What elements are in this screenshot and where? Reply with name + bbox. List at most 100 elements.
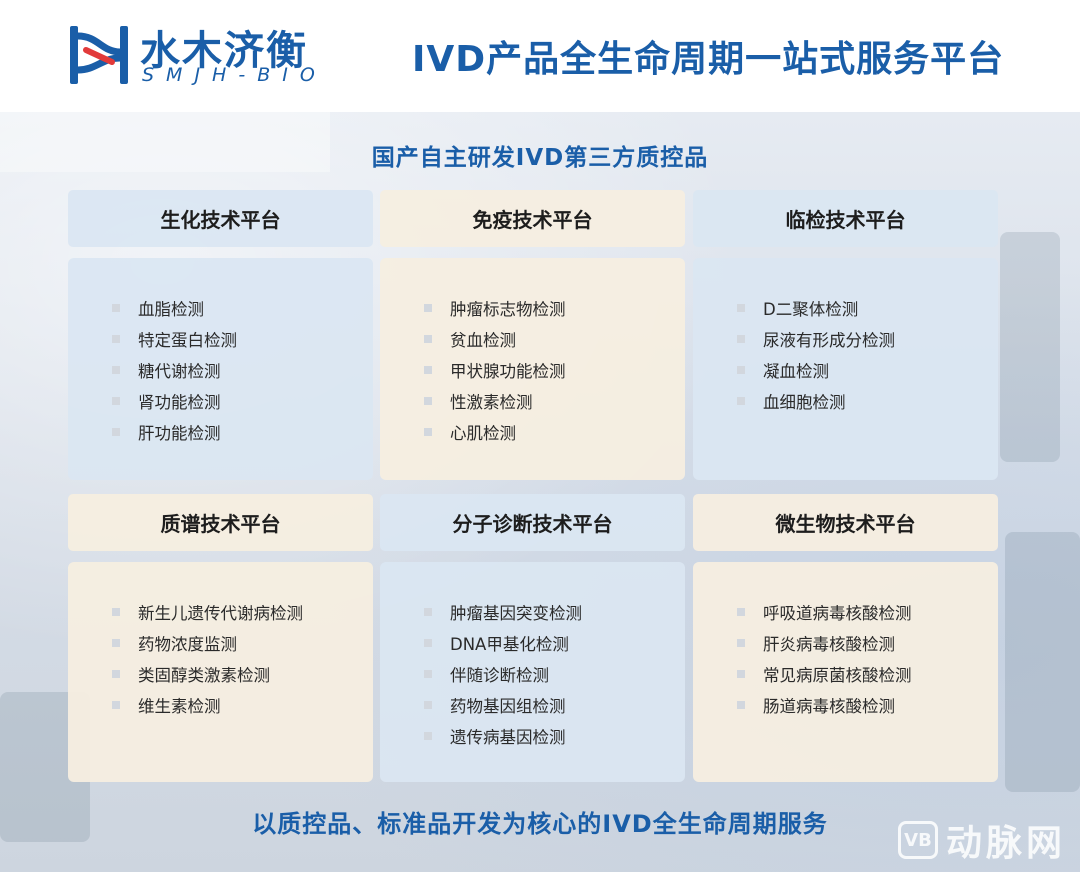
item-label: 遗传病基因检测 [450,727,566,747]
item-label: 心肌检测 [450,423,516,443]
list-item: 甲状腺功能检测 [424,354,685,385]
bullet-icon [424,365,432,374]
watermark: VB 动脉网 [897,814,1066,866]
bullet-icon [112,334,120,343]
list-item: 性激素检测 [424,385,685,416]
list-item: 类固醇类激素检测 [112,658,373,689]
item-label: 肿瘤标志物检测 [450,299,566,319]
logo-chinese: 水木济衡 [140,28,308,74]
bullet-icon [737,638,745,647]
bullet-icon [424,638,432,647]
item-label: 药物浓度监测 [138,634,237,654]
item-label: 肝炎病毒核酸检测 [763,634,895,654]
item-label: 贫血检测 [450,330,516,350]
bullet-icon [424,669,432,678]
list-item: 糖代谢检测 [112,354,373,385]
bullet-icon [424,396,432,405]
page-title: IVD产品全生命周期一站式服务平台 [412,39,1005,80]
item-label: 肾功能检测 [138,392,221,412]
platform-header-molecular: 分子诊断技术平台 [380,494,685,551]
bullet-icon [424,427,432,436]
platform-card-biochemistry: 血脂检测 特定蛋白检测 糖代谢检测 肾功能检测 肝功能检测 [68,258,373,480]
platform-title: 分子诊断技术平台 [452,512,613,536]
header: 水木济衡 SMJH-BIO IVD产品全生命周期一站式服务平台 [0,0,1080,112]
section-subtitle: 国产自主研发IVD第三方质控品 [371,145,709,171]
platform-title: 生化技术平台 [160,208,281,232]
bullet-icon [424,607,432,616]
item-label: DNA甲基化检测 [450,634,569,654]
bullet-icon [112,607,120,616]
bullet-icon [737,396,745,405]
platform-card-molecular: 肿瘤基因突变检测 DNA甲基化检测 伴随诊断检测 药物基因组检测 遗传病基因检测 [380,562,685,782]
list-item: 肾功能检测 [112,385,373,416]
list-item: 新生儿遗传代谢病检测 [112,596,373,627]
list-item: 特定蛋白检测 [112,323,373,354]
item-label: 血细胞检测 [763,392,846,412]
list-item: 肿瘤标志物检测 [424,292,685,323]
footer-tagline: 以质控品、标准品开发为核心的IVD全生命周期服务 [252,810,828,838]
platform-header-clinical: 临检技术平台 [693,190,998,247]
background-decoration [1000,232,1060,462]
list-item: 血脂检测 [112,292,373,323]
content-area: 国产自主研发IVD第三方质控品 生化技术平台 血脂检测 特定蛋白检测 糖代谢检测… [0,112,1080,872]
background-decoration [1005,532,1080,792]
logo-mark-icon [70,26,128,84]
platform-title: 临检技术平台 [785,208,906,232]
list-item: 心肌检测 [424,416,685,447]
list-item: 肿瘤基因突变检测 [424,596,685,627]
list-item: 遗传病基因检测 [424,720,685,751]
item-label: 药物基因组检测 [450,696,566,716]
item-label: 凝血检测 [763,361,829,381]
platform-card-immunology: 肿瘤标志物检测 贫血检测 甲状腺功能检测 性激素检测 心肌检测 [380,258,685,480]
list-item: D二聚体检测 [737,292,998,323]
logo-english: SMJH-BIO [142,64,327,86]
platform-title: 微生物技术平台 [775,512,916,536]
bullet-icon [112,396,120,405]
list-item: DNA甲基化检测 [424,627,685,658]
platform-header-biochemistry: 生化技术平台 [68,190,373,247]
list-item: 药物基因组检测 [424,689,685,720]
bullet-icon [112,638,120,647]
bullet-icon [737,334,745,343]
list-item: 肠道病毒核酸检测 [737,689,998,720]
list-item: 尿液有形成分检测 [737,323,998,354]
bullet-icon [737,607,745,616]
list-item: 药物浓度监测 [112,627,373,658]
item-label: 血脂检测 [138,299,204,319]
item-label: 甲状腺功能检测 [450,361,566,381]
platform-header-mass-spec: 质谱技术平台 [68,494,373,551]
platform-title: 质谱技术平台 [160,512,281,536]
bullet-icon [424,334,432,343]
item-label: 糖代谢检测 [138,361,221,381]
platform-card-microbiology: 呼吸道病毒核酸检测 肝炎病毒核酸检测 常见病原菌核酸检测 肠道病毒核酸检测 [693,562,998,782]
list-item: 维生素检测 [112,689,373,720]
list-item: 伴随诊断检测 [424,658,685,689]
bullet-icon [737,365,745,374]
item-label: 伴随诊断检测 [450,665,549,685]
bullet-icon [112,303,120,312]
watermark-badge-icon: VB [897,821,938,859]
platform-header-immunology: 免疫技术平台 [380,190,685,247]
item-label: 维生素检测 [138,696,221,716]
item-label: 性激素检测 [450,392,533,412]
bullet-icon [112,669,120,678]
bullet-icon [737,700,745,709]
platform-header-microbiology: 微生物技术平台 [693,494,998,551]
list-item: 肝炎病毒核酸检测 [737,627,998,658]
bullet-icon [112,365,120,374]
list-item: 凝血检测 [737,354,998,385]
item-label: 呼吸道病毒核酸检测 [763,603,912,623]
item-label: D二聚体检测 [763,299,859,319]
watermark-text: 动脉网 [945,823,1066,864]
background-decoration [0,112,330,172]
bullet-icon [424,731,432,740]
platform-title: 免疫技术平台 [472,208,593,232]
list-item: 贫血检测 [424,323,685,354]
item-label: 新生儿遗传代谢病检测 [138,603,303,623]
platform-card-clinical: D二聚体检测 尿液有形成分检测 凝血检测 血细胞检测 [693,258,998,480]
bullet-icon [112,427,120,436]
item-label: 常见病原菌核酸检测 [763,665,912,685]
list-item: 呼吸道病毒核酸检测 [737,596,998,627]
list-item: 血细胞检测 [737,385,998,416]
bullet-icon [737,303,745,312]
